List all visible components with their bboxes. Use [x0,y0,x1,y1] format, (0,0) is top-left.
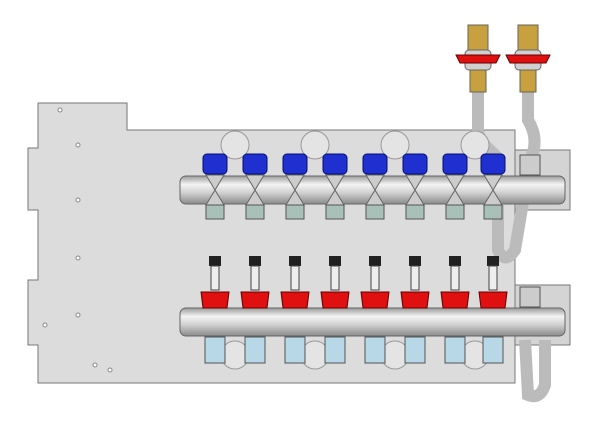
flow-meter-sight-glass [410,265,420,291]
outlet-fitting [284,336,306,364]
return-manifold-bar [179,307,566,337]
outlet-fitting [325,204,345,220]
lower-bend-pipe [519,339,551,403]
outlet-fitting [205,204,225,220]
flow-meter-sight-glass [330,265,340,291]
brass-union [467,24,489,51]
brass-nipple [519,69,537,93]
flow-meter-sight-glass [290,265,300,291]
flow-meter-cap [249,256,261,266]
ball-valve-handle [505,54,551,64]
red-balancing-valve [400,291,430,309]
outlet-fitting [244,336,266,364]
red-balancing-valve [280,291,310,309]
outlet-fitting [245,204,265,220]
outlet-valve-body [245,174,265,206]
mounting-hole [42,322,48,328]
mounting-hole [75,142,81,148]
air-vent [519,154,541,176]
flow-meter-cap [209,256,221,266]
red-balancing-valve [440,291,470,309]
blue-valve-cap [202,153,228,175]
flow-meter-cap [329,256,341,266]
outlet-valve-body [205,174,225,206]
outlet-fitting [204,336,226,364]
outlet-fitting [404,336,426,364]
flow-meter-cap [369,256,381,266]
outlet-fitting [324,336,346,364]
brass-nipple [469,69,487,93]
drain-valve [519,286,541,308]
outlet-fitting [483,204,503,220]
mounting-plate [27,102,516,384]
outlet-fitting [285,204,305,220]
blue-valve-cap [480,153,506,175]
pipe-clip [300,130,330,160]
mounting-hole [75,312,81,318]
outlet-fitting [365,204,385,220]
outlet-fitting [482,336,504,364]
mounting-hole [75,197,81,203]
flow-meter-sight-glass [450,265,460,291]
blue-valve-cap [442,153,468,175]
flow-meter-cap [409,256,421,266]
mounting-hole [92,362,98,368]
red-balancing-valve [320,291,350,309]
blue-valve-cap [402,153,428,175]
flow-meter-sight-glass [250,265,260,291]
flow-meter-sight-glass [210,265,220,291]
outlet-fitting [364,336,386,364]
outlet-fitting [405,204,425,220]
blue-valve-cap [362,153,388,175]
ball-valve-handle [455,54,501,64]
flow-meter-sight-glass [370,265,380,291]
flow-meter-cap [449,256,461,266]
outlet-valve-body [285,174,305,206]
return-riser-pipe [492,90,541,264]
red-balancing-valve [240,291,270,309]
mounting-hole [75,255,81,261]
flow-meter-sight-glass [488,265,498,291]
mounting-hole [57,107,63,113]
pipe-clip [380,130,410,160]
pipe-clip [220,130,250,160]
blue-valve-cap [242,153,268,175]
outlet-valve-body [365,174,385,206]
mounting-hole [107,367,113,373]
blue-valve-cap [322,153,348,175]
outlet-fitting [444,336,466,364]
outlet-fitting [445,204,465,220]
blue-valve-cap [282,153,308,175]
flow-meter-cap [487,256,499,266]
red-balancing-valve [478,291,508,309]
pipe-clip [460,130,490,160]
red-balancing-valve [200,291,230,309]
red-balancing-valve [360,291,390,309]
flow-meter-cap [289,256,301,266]
brass-union [517,24,539,51]
